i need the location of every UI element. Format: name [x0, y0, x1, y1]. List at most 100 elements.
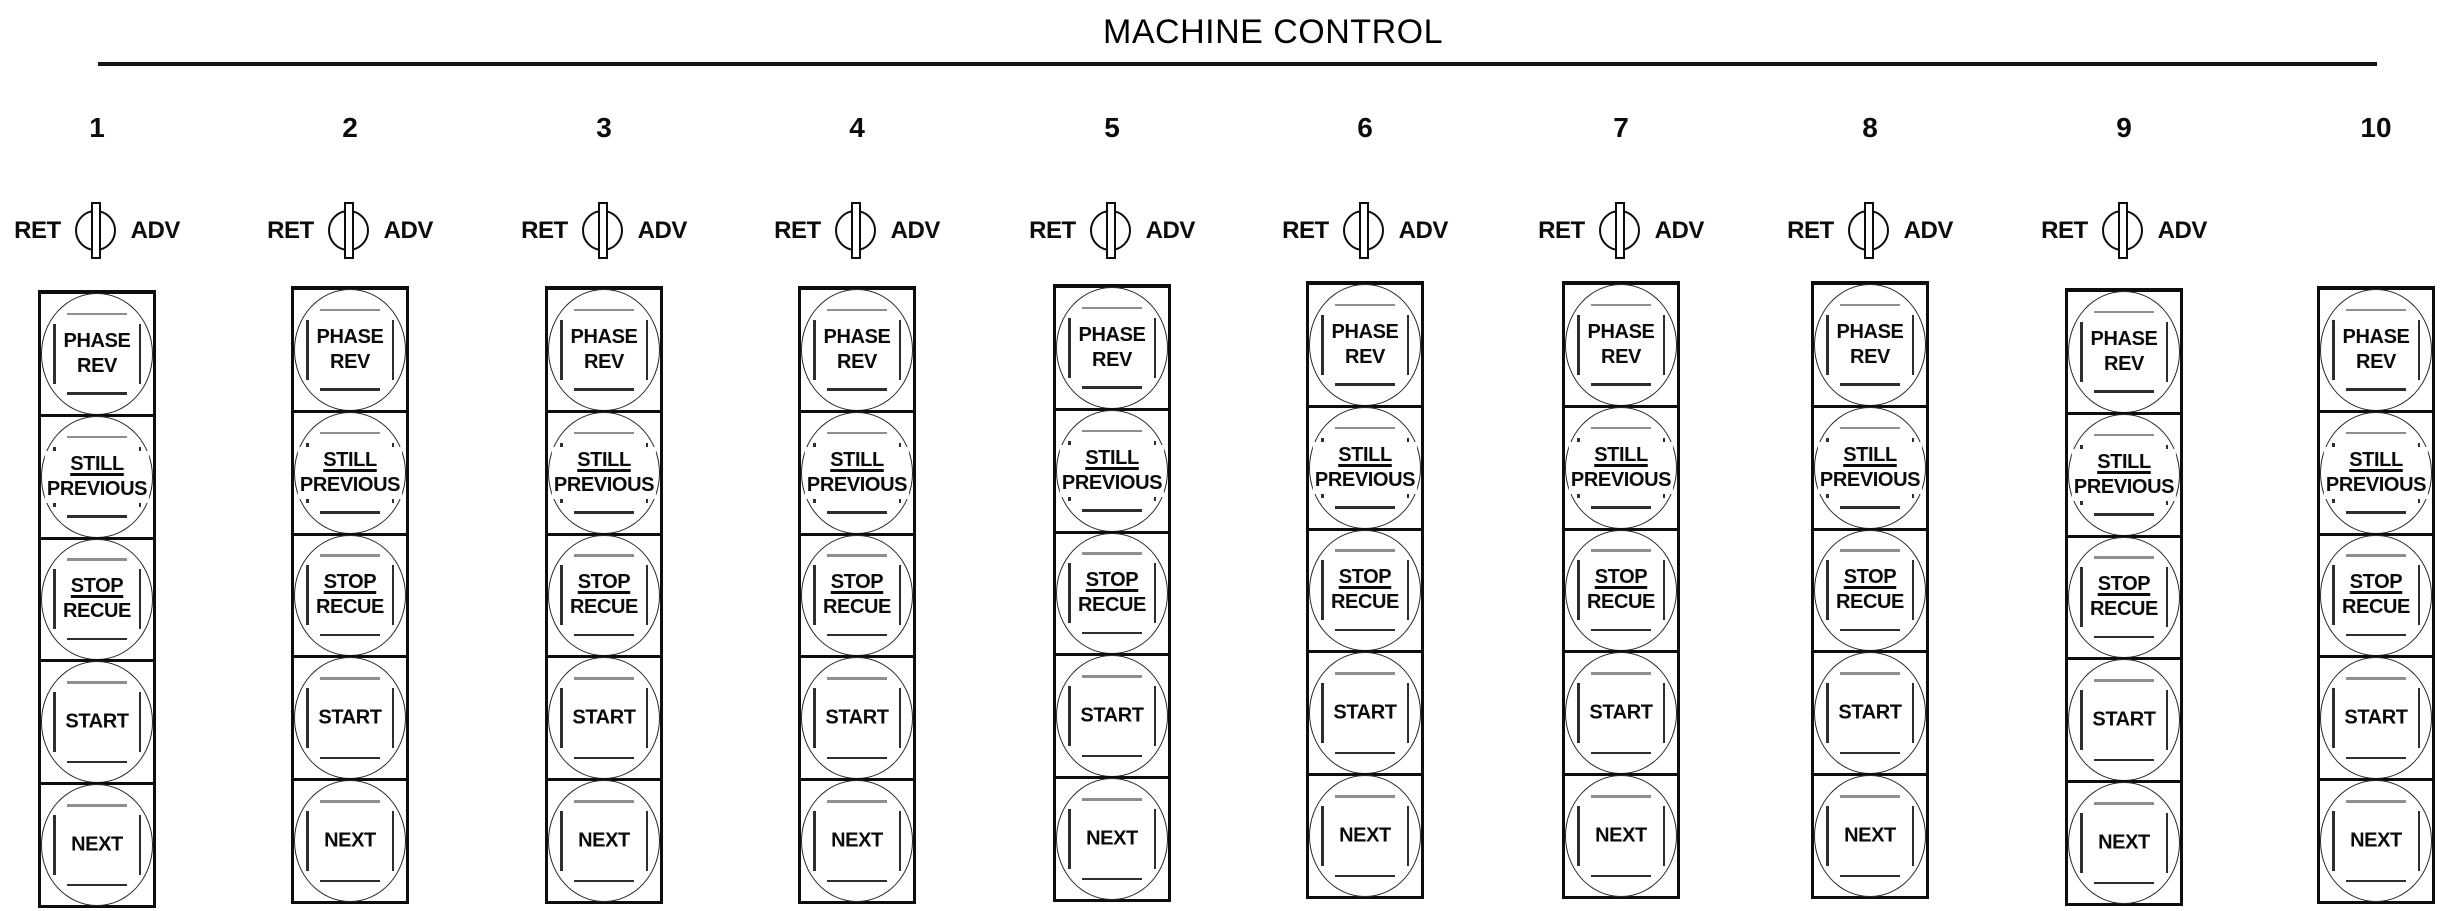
button-start[interactable]: START	[2320, 655, 2432, 780]
button-label-line: STOP	[1338, 566, 1392, 589]
button-label-line: RECUE	[1330, 591, 1400, 614]
button-next[interactable]: NEXT	[1309, 773, 1421, 897]
button-next[interactable]: NEXT	[2320, 778, 2432, 902]
rotary-selector-knob-icon[interactable]	[2101, 202, 2145, 260]
button-next[interactable]: NEXT	[1565, 773, 1677, 897]
button-square-marks	[306, 677, 394, 760]
button-start[interactable]: START	[1309, 650, 1421, 775]
button-next[interactable]: NEXT	[2068, 780, 2180, 904]
button-square-marks	[560, 677, 648, 760]
button-label-line: RECUE	[62, 600, 132, 623]
rotary-selector-knob-icon[interactable]	[1847, 202, 1891, 260]
button-start[interactable]: START	[41, 659, 153, 784]
button-label-line: START	[65, 710, 129, 733]
button-square-marks	[2332, 677, 2420, 760]
rotary-selector-knob-icon[interactable]	[834, 202, 878, 260]
button-square-marks	[2080, 802, 2168, 885]
rotary-selector-knob-icon[interactable]	[581, 202, 625, 260]
button-label-line: START	[1589, 701, 1653, 724]
button-label-line: RECUE	[2341, 596, 2411, 619]
button-square-marks	[1577, 672, 1665, 755]
button-square-marks	[306, 308, 394, 391]
button-start[interactable]: START	[548, 655, 660, 780]
button-label-line: PREVIOUS	[2325, 473, 2427, 496]
button-start[interactable]: START	[801, 655, 913, 780]
button-next[interactable]: NEXT	[294, 778, 406, 902]
button-next[interactable]: NEXT	[41, 782, 153, 906]
button-next[interactable]: NEXT	[1814, 773, 1926, 897]
button-square-marks	[53, 312, 141, 395]
button-square-marks	[1321, 303, 1409, 386]
button-next[interactable]: NEXT	[1056, 776, 1168, 900]
button-label-line: PREVIOUS	[1314, 468, 1416, 491]
button-start[interactable]: START	[1056, 653, 1168, 778]
button-square-marks	[1577, 549, 1665, 632]
button-label-line: PREVIOUS	[1570, 468, 1672, 491]
button-label: NEXT	[2348, 827, 2404, 855]
button-next[interactable]: NEXT	[548, 778, 660, 902]
button-label-line: STOP	[577, 571, 631, 594]
column-number: 8	[1862, 112, 1878, 143]
button-label: START	[1587, 699, 1655, 727]
rotary-selector-knob-icon[interactable]	[1089, 202, 1133, 260]
rotary-selector-knob-icon[interactable]	[327, 202, 371, 260]
rotary-selector-knob-icon[interactable]	[74, 202, 118, 260]
button-start[interactable]: START	[1565, 650, 1677, 775]
button-square-marks	[560, 800, 648, 883]
ret-label: RET	[2041, 217, 2088, 244]
button-label-line: PREVIOUS	[553, 473, 655, 496]
button-label: START	[316, 704, 384, 732]
button-start[interactable]: START	[2068, 657, 2180, 782]
button-square-marks	[1826, 303, 1914, 386]
button-label-line: STOP	[2349, 571, 2403, 594]
button-start[interactable]: START	[294, 655, 406, 780]
button-circle	[2320, 780, 2432, 902]
button-label-line: STOP	[1594, 566, 1648, 589]
ret-adv-selector-row: RET ADV	[761, 202, 953, 260]
rotary-selector-knob-icon[interactable]	[1342, 202, 1386, 260]
button-square-marks	[53, 681, 141, 764]
rotary-selector-knob-icon[interactable]	[1598, 202, 1642, 260]
button-start[interactable]: START	[1814, 650, 1926, 775]
column-number: 5	[1104, 112, 1120, 143]
ret-adv-selector-row: RET ADV	[508, 202, 700, 260]
button-next[interactable]: NEXT	[801, 778, 913, 902]
